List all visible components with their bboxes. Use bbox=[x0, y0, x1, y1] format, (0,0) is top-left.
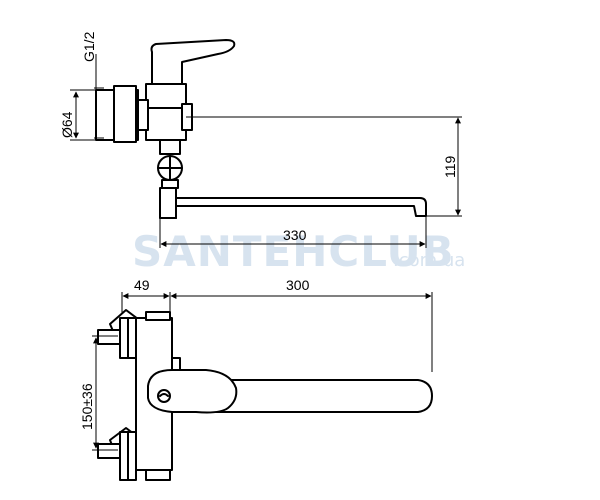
long-spout-side bbox=[159, 197, 427, 219]
watermark-main: SANTEHCLUB bbox=[132, 227, 455, 276]
watermark: SANTEHCLUB .com.ua bbox=[132, 227, 465, 276]
offset-49-label: 49 bbox=[134, 277, 150, 293]
lower-connector bbox=[97, 427, 143, 481]
side-view: G1/2 Ø64 119 330 bbox=[59, 31, 462, 248]
lever-handle-side bbox=[150, 39, 236, 85]
watermark-suffix: .com.ua bbox=[393, 250, 465, 271]
lever-handle-front bbox=[147, 369, 238, 414]
flange-ring bbox=[113, 85, 137, 143]
spout-300-label: 300 bbox=[286, 277, 310, 293]
front-view: 49 300 bbox=[79, 277, 433, 481]
connection-nut bbox=[137, 99, 149, 131]
thread-label: G1/2 bbox=[81, 31, 97, 62]
center-distance-label: 150±36 bbox=[79, 383, 95, 430]
height-119-label: 119 bbox=[442, 155, 458, 178]
mixer-body-side bbox=[145, 83, 187, 141]
diameter-label: Ø64 bbox=[59, 111, 75, 138]
reach-330-label: 330 bbox=[283, 227, 307, 243]
spout-swivel bbox=[159, 187, 177, 219]
diverter-valve bbox=[157, 139, 183, 189]
